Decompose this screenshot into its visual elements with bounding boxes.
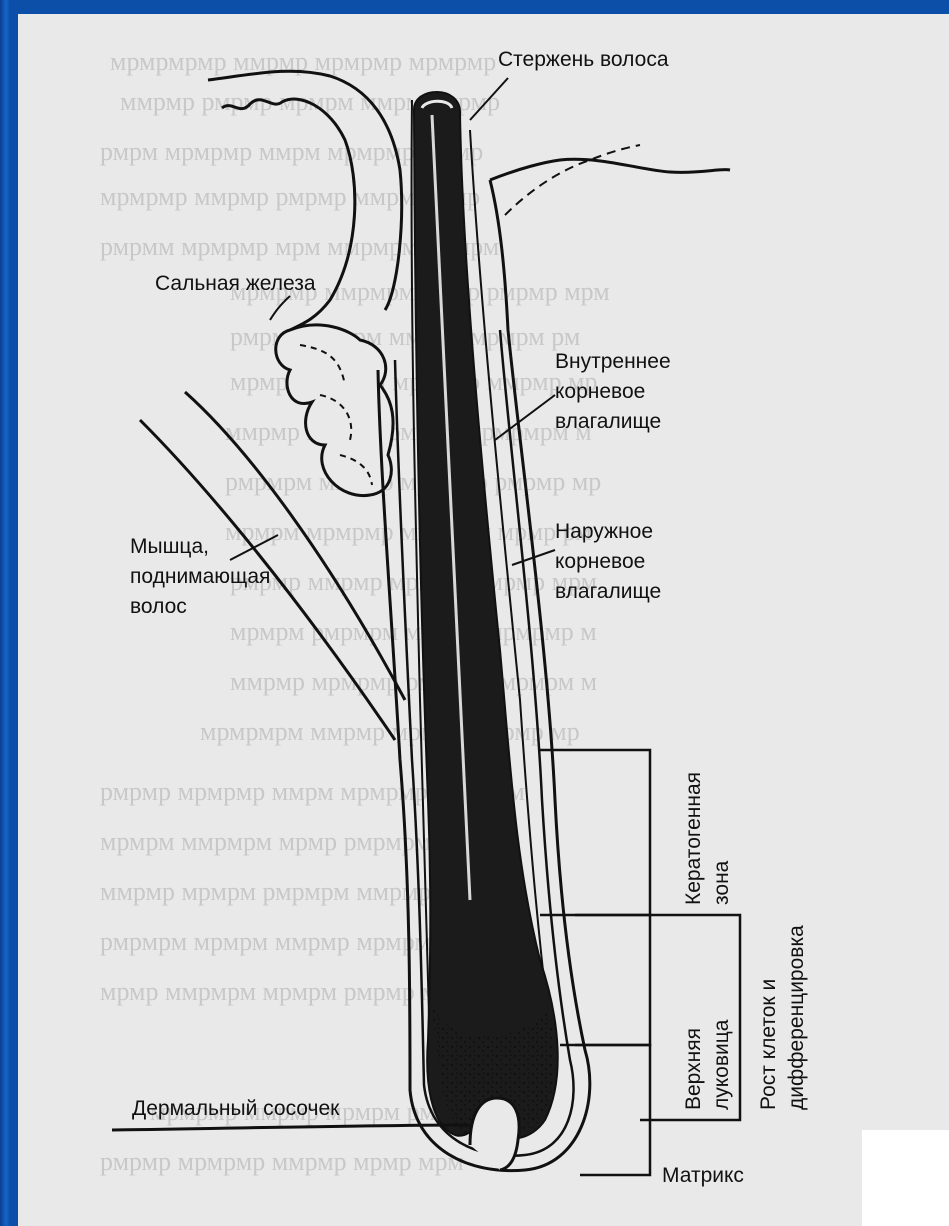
svg-text:ммрмр мрмрмр рмрмр ммрмрм м: ммрмр мрмрмр рмрмр ммрмрм м bbox=[230, 667, 597, 696]
label-hair-shaft: Стержень волоса bbox=[498, 48, 669, 71]
label-matrix: Матрикс bbox=[662, 1164, 744, 1187]
label-dermal-papilla: Дермальный сосочек bbox=[132, 1097, 340, 1120]
label-inner-sheath-2: корневое bbox=[555, 380, 645, 403]
label-upper-bulb-1: Верхняя bbox=[682, 1028, 705, 1110]
svg-text:мрмрм мрмрмр ммрмрм мрмр рм: мрмрм мрмрмр ммрмрм мрмр рм bbox=[225, 517, 592, 546]
epidermis-right bbox=[490, 159, 730, 180]
svg-text:рмрмрм ммрмр мрмрмр рмрмр мр: рмрмрм ммрмр мрмрмр рмрмр мр bbox=[225, 467, 601, 496]
label-outer-sheath-2: корневое bbox=[555, 550, 645, 573]
label-inner-sheath-3: влагалище bbox=[555, 410, 661, 433]
svg-text:ммрмр мрмрм рмрмр мрмрмрм м: ммрмр мрмрм рмрмр мрмрмрм м bbox=[225, 417, 592, 446]
svg-text:рмрмр ммрмр мрмрм ммрмр мрм: рмрмр ммрмр мрмрм ммрмр мрм bbox=[230, 567, 597, 596]
epidermis-right-dashed bbox=[505, 145, 640, 215]
label-muscle-2: поднимающая bbox=[130, 565, 270, 588]
bracket-upper-bulb bbox=[575, 915, 650, 1045]
label-upper-bulb-2: луковица bbox=[710, 1019, 733, 1110]
label-muscle-1: Мышца, bbox=[130, 535, 209, 558]
dermal-papilla bbox=[470, 1098, 519, 1170]
svg-text:рмрмр мрмрмр ммрмр мрмр мрм: рмрмр мрмрмр ммрмр мрмр мрм bbox=[100, 1147, 464, 1176]
label-muscle-3: волос bbox=[130, 595, 187, 618]
label-keratogenous-1: Кератогенная bbox=[682, 772, 705, 905]
label-outer-sheath-3: влагалище bbox=[555, 580, 661, 603]
bracket-matrix bbox=[560, 1045, 650, 1175]
label-growth-1: Рост клеток и bbox=[757, 979, 780, 1110]
label-sebaceous-gland: Сальная железа bbox=[155, 272, 316, 295]
label-outer-sheath-1: Наружное bbox=[555, 520, 653, 543]
label-inner-sheath-1: Внутреннее bbox=[555, 350, 671, 373]
label-keratogenous-2: зона bbox=[710, 860, 733, 905]
label-growth-2: дифференцировка bbox=[785, 925, 808, 1110]
